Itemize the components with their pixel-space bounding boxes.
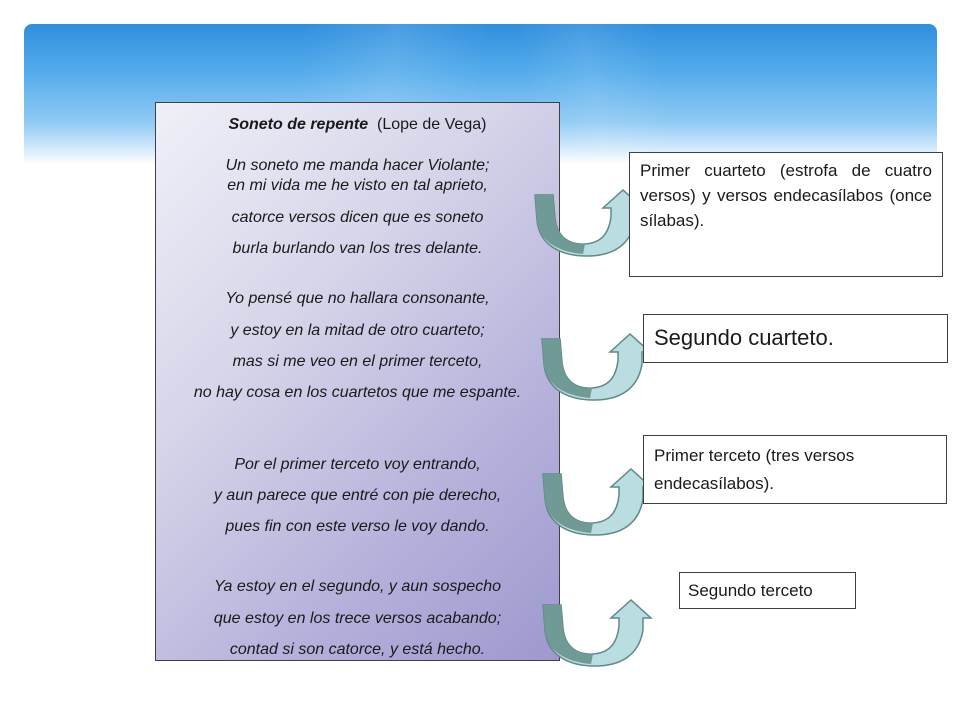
poem-line: catorce versos dicen que es soneto (231, 209, 484, 226)
poem-line: burla burlando van los tres delante. (232, 240, 483, 257)
poem-line: en mi vida me he visto en tal aprieto, (227, 177, 488, 194)
poem-line: Ya estoy en el segundo, y aun sospecho (213, 578, 501, 595)
poem-line: pues fin con este verso le voy dando. (225, 518, 490, 535)
note-primer-cuarteto: Primer cuarteto (estrofa de cuatro verso… (629, 152, 943, 277)
curved-arrow-icon (541, 332, 652, 401)
poem-line: contad si son catorce, y está hecho. (229, 641, 486, 658)
note-segundo-cuarteto: Segundo cuarteto. (643, 314, 948, 363)
poem-line: y aun parece que entré con pie derecho, (213, 487, 502, 504)
poem-line: Yo pensé que no hallara consonante, (225, 290, 490, 307)
note-segundo-terceto: Segundo terceto (679, 572, 856, 609)
note-primer-terceto: Primer terceto (tres versos endecasílabo… (643, 435, 947, 504)
poem-title: Soneto de repente (Lope de Vega) (156, 115, 559, 134)
curved-arrow-icon (542, 467, 653, 536)
curved-arrow-icon (542, 598, 653, 667)
poem-line: Un soneto me manda hacer Violante; (225, 157, 490, 174)
poem-line: no hay cosa en los cuartetos que me espa… (193, 384, 522, 401)
poem-line: y estoy en la mitad de otro cuarteto; (230, 322, 485, 339)
poem-author: (Lope de Vega) (377, 116, 487, 133)
poem-line: que estoy en los trece versos acabando; (213, 610, 502, 627)
poem-line: mas si me veo en el primer terceto, (232, 353, 483, 370)
poem-line: Por el primer terceto voy entrando, (234, 456, 481, 473)
poem-title-text: Soneto de repente (228, 116, 369, 133)
poem-box: Soneto de repente (Lope de Vega) Un sone… (155, 102, 560, 661)
